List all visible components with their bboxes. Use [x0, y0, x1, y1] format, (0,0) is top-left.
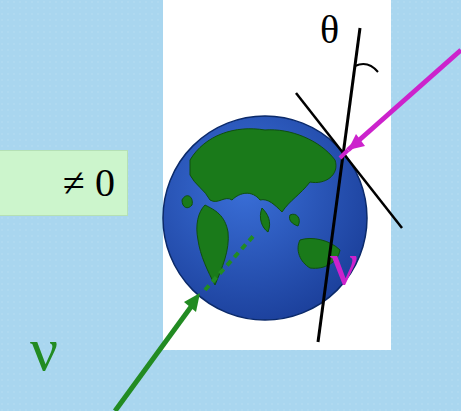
formula-box: ≠ 0	[0, 150, 128, 216]
formula-text: ≠ 0	[63, 163, 115, 203]
neutrino-label: ν	[30, 318, 58, 380]
angle-label: θ	[320, 10, 339, 50]
neutrino-label: ν	[330, 232, 358, 294]
